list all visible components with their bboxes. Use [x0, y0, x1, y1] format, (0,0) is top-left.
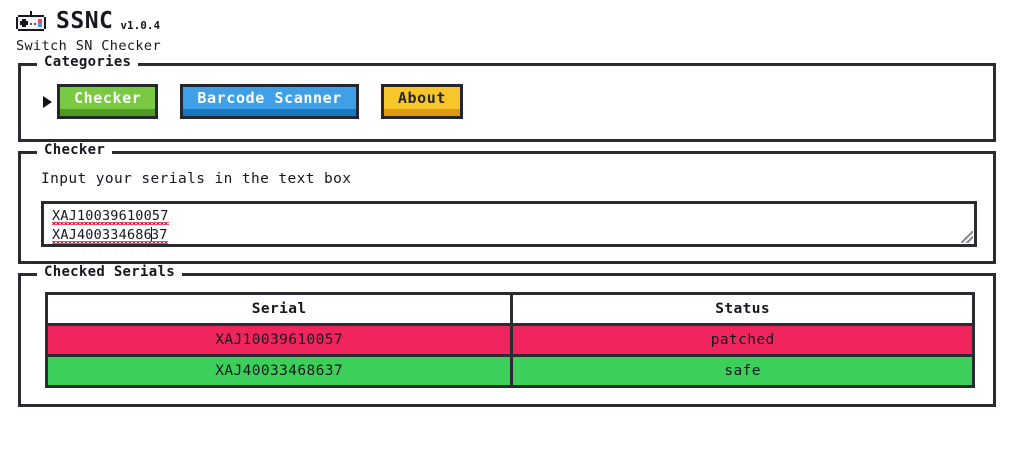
checker-panel: Checker Input your serials in the text b… — [18, 143, 996, 264]
category-button-about[interactable]: About — [380, 84, 464, 119]
category-button-checker-label: Checker — [74, 89, 142, 107]
categories-legend: Categories — [37, 55, 139, 69]
serial-input-line-2: XAJ40033468637 — [52, 226, 168, 245]
app-header: SSNC v1.0.4 Switch SN Checker — [0, 0, 1024, 54]
checker-legend: Checker — [37, 143, 113, 157]
results-table-wrap: Serial Status XAJ10039610057 patched XAJ… — [44, 292, 975, 388]
app-title: SSNC — [56, 7, 114, 34]
category-button-checker[interactable]: Checker — [57, 84, 159, 119]
category-button-about-label: About — [397, 89, 447, 107]
category-button-barcode-scanner[interactable]: Barcode Scanner — [180, 84, 359, 119]
cell-status: patched — [510, 323, 975, 357]
cell-status: safe — [510, 354, 975, 388]
serial-input-line-2-after-caret: 37 — [150, 227, 168, 243]
categories-button-row: Checker Barcode Scanner About — [31, 70, 983, 127]
column-header-status: Status — [510, 292, 975, 326]
checked-serials-legend: Checked Serials — [37, 265, 182, 279]
app-version: v1.0.4 — [120, 18, 161, 32]
column-header-serial: Serial — [44, 292, 514, 326]
app-title-row: SSNC v1.0.4 — [16, 7, 1024, 35]
cell-serial: XAJ40033468637 — [44, 354, 514, 388]
checker-hint-text: Input your serials in the text box — [41, 171, 352, 187]
serial-input-textarea[interactable]: XAJ10039610057 XAJ40033468637 — [41, 201, 977, 247]
serial-input-line-1: XAJ10039610057 — [52, 208, 169, 225]
category-button-barcode-scanner-label: Barcode Scanner — [197, 89, 342, 107]
table-row[interactable]: XAJ40033468637 safe — [44, 354, 975, 388]
results-table: Serial Status XAJ10039610057 patched XAJ… — [44, 292, 975, 388]
categories-panel: Categories Checker Barcode Scanner About — [18, 55, 996, 142]
textarea-resize-grip-icon[interactable] — [961, 231, 973, 243]
cell-serial: XAJ10039610057 — [44, 323, 514, 357]
serial-input-content: XAJ10039610057 XAJ40033468637 — [44, 204, 974, 245]
table-row[interactable]: XAJ10039610057 patched — [44, 323, 975, 357]
active-category-marker-icon — [43, 95, 52, 108]
gamepad-icon — [16, 11, 46, 31]
checked-serials-panel: Checked Serials Serial Status XAJ1003961… — [18, 265, 996, 407]
serial-input-line-2-before-caret: XAJ400334686 — [52, 227, 152, 243]
results-header-row: Serial Status — [44, 292, 975, 326]
app-subtitle: Switch SN Checker — [16, 38, 161, 54]
text-caret — [150, 227, 152, 241]
